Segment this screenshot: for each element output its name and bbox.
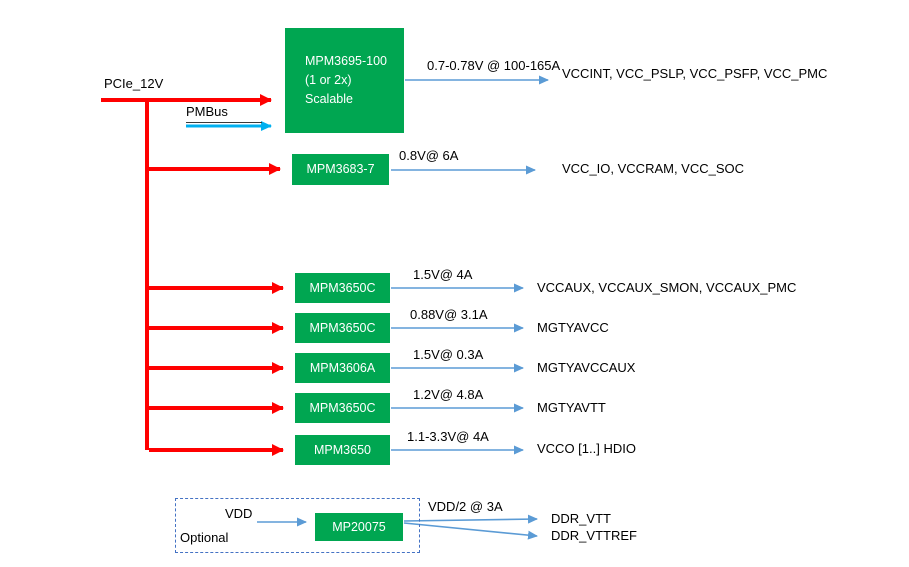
rails-4: MGTYAVCCAUX: [537, 360, 636, 375]
module-row-5: MPM3650C: [295, 393, 390, 423]
vdd-input-label: VDD: [225, 506, 253, 521]
rails-ddr-vttref: DDR_VTTREF: [551, 528, 637, 543]
rails-6: VCCO [1..] HDIO: [537, 441, 636, 456]
output-spec-ddr: VDD/2 @ 3A: [428, 499, 503, 514]
pmbus-label: PMBus: [186, 104, 262, 123]
output-spec-4: 1.5V@ 0.3A: [413, 347, 484, 362]
rails-main: VCCINT, VCC_PSLP, VCC_PSFP, VCC_PMC: [562, 66, 828, 81]
output-spec-1: 0.8V@ 6A: [399, 148, 459, 163]
module-row-6: MPM3650: [295, 435, 390, 465]
output-spec-2: 1.5V@ 4A: [413, 267, 473, 282]
optional-label: Optional: [180, 530, 229, 545]
output-spec-5: 1.2V@ 4.8A: [413, 387, 484, 402]
module-row-1: MPM3683-7: [292, 154, 389, 185]
module-row-3: MPM3650C: [295, 313, 390, 343]
rails-2: VCCAUX, VCCAUX_SMON, VCCAUX_PMC: [537, 280, 797, 295]
output-spec-6: 1.1-3.3V@ 4A: [407, 429, 489, 444]
rails-ddr-vtt: DDR_VTT: [551, 511, 611, 526]
module-row-4: MPM3606A: [295, 353, 390, 383]
module-mpm3695: MPM3695-100 (1 or 2x) Scalable: [285, 28, 404, 133]
module-mp20075: MP20075: [315, 513, 403, 541]
rails-1: VCC_IO, VCCRAM, VCC_SOC: [562, 161, 745, 176]
rails-5: MGTYAVTT: [537, 400, 606, 415]
rails-3: MGTYAVCC: [537, 320, 609, 335]
output-spec-3: 0.88V@ 3.1A: [410, 307, 488, 322]
module-row-2: MPM3650C: [295, 273, 390, 303]
output-spec-main: 0.7-0.78V @ 100-165A: [427, 58, 561, 73]
ddr-vttref-arrow: [403, 522, 538, 540]
red-power-lines: [101, 94, 284, 456]
ddr-vtt-arrow: [403, 514, 538, 524]
input-rail-label: PCIe_12V: [104, 76, 164, 91]
optional-group-box: [175, 498, 420, 553]
